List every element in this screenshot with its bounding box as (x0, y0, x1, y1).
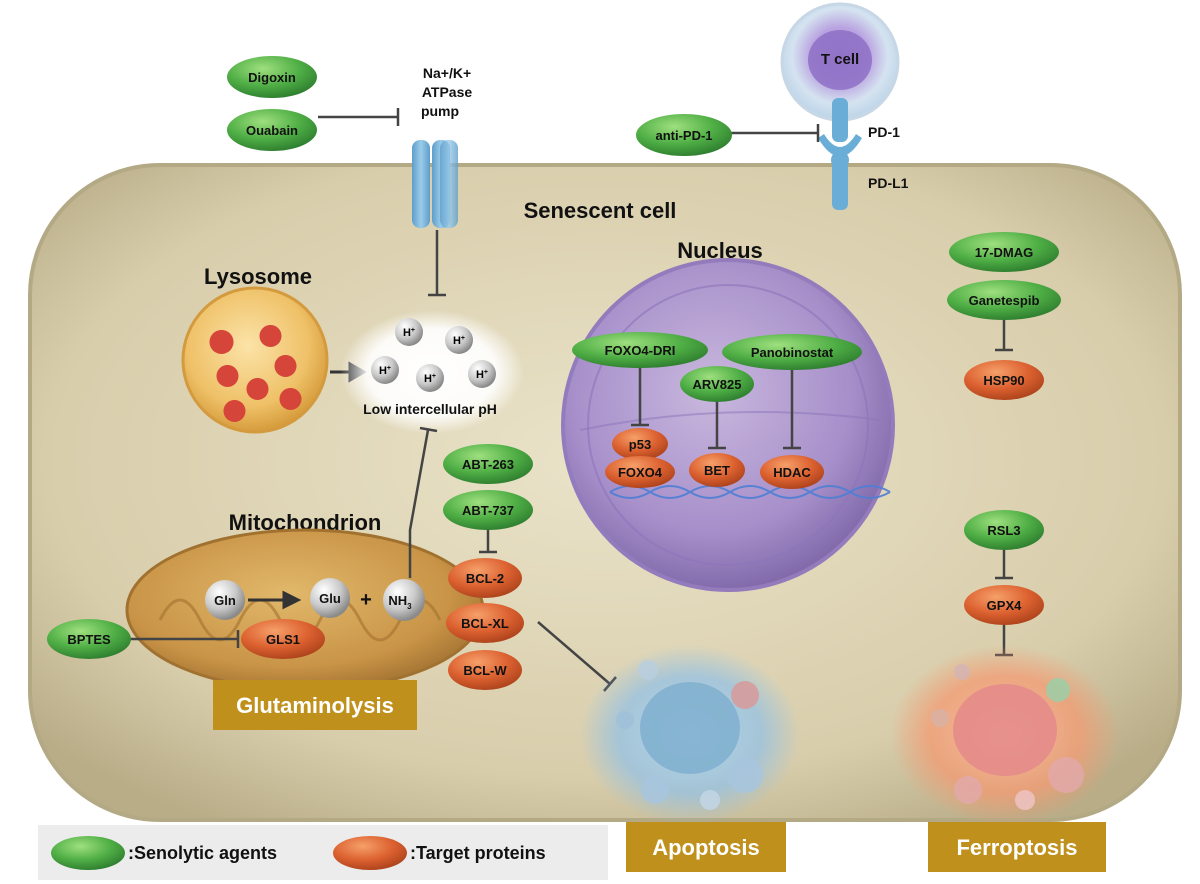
na-k-atpase-pump (412, 140, 458, 228)
svg-text:BCL-W: BCL-W (463, 663, 507, 678)
target-foxo4: FOXO4 (605, 456, 675, 488)
glutaminolysis-label: Glutaminolysis (236, 693, 394, 718)
target-hdac: HDAC (760, 455, 824, 489)
svg-text:BPTES: BPTES (67, 632, 111, 647)
svg-text:Glu: Glu (319, 591, 341, 606)
legend-target-label: :Target proteins (410, 843, 546, 863)
svg-text:H+: H+ (424, 373, 436, 385)
agent-ouabain: Ouabain (227, 109, 317, 151)
svg-text:HDAC: HDAC (773, 465, 811, 480)
agent-arv825: ARV825 (680, 366, 754, 402)
svg-text:Ganetespib: Ganetespib (969, 293, 1040, 308)
svg-text:H+: H+ (476, 369, 488, 381)
svg-text:Gln: Gln (214, 593, 236, 608)
agent-panobinostat: Panobinostat (722, 334, 862, 370)
svg-text:H+: H+ (403, 327, 415, 339)
svg-text:H+: H+ (379, 365, 391, 377)
svg-text:ABT-737: ABT-737 (462, 503, 514, 518)
svg-text:NH3: NH3 (388, 593, 412, 611)
svg-text:BET: BET (704, 463, 730, 478)
lysosome-label: Lysosome (204, 264, 312, 289)
t-cell (780, 2, 900, 122)
target-gpx4: GPX4 (964, 585, 1044, 625)
target-bclw: BCL-W (448, 650, 522, 690)
target-bet: BET (689, 453, 745, 487)
svg-text:Digoxin: Digoxin (248, 70, 296, 85)
pdl1-label: PD-L1 (868, 175, 909, 191)
nh3-node: NH3 (383, 579, 425, 621)
agent-rsl3: RSL3 (964, 510, 1044, 550)
pd1-label: PD-1 (868, 124, 900, 140)
agent-digoxin: Digoxin (227, 56, 317, 98)
svg-text:FOXO4: FOXO4 (618, 465, 663, 480)
gln-node: Gln (205, 580, 245, 620)
legend-panel (38, 825, 608, 880)
glutaminolysis-box (213, 680, 417, 730)
agent-17dmag: 17-DMAG (949, 232, 1059, 272)
agent-foxo4-dri: FOXO4-DRI (572, 332, 708, 368)
svg-text:Ouabain: Ouabain (246, 123, 298, 138)
proton-labels: H+ H+ H+ H+ H+ (379, 327, 488, 385)
pump-label-1: Na+/K+ (423, 65, 471, 81)
agent-ganetespib: Ganetespib (947, 280, 1061, 320)
svg-text:ARV825: ARV825 (693, 377, 742, 392)
mitochondrion (125, 528, 485, 692)
ferroptotic-cell (931, 664, 1084, 810)
svg-text:FOXO4-DRI: FOXO4-DRI (605, 343, 676, 358)
svg-text:GLS1: GLS1 (266, 632, 300, 647)
svg-text:GPX4: GPX4 (987, 598, 1022, 613)
agent-anti-pd1: anti-PD-1 (636, 114, 732, 156)
svg-text:HSP90: HSP90 (983, 373, 1024, 388)
pump-label-2: ATPase (422, 84, 473, 100)
svg-text:17-DMAG: 17-DMAG (975, 245, 1034, 260)
agent-abt737: ABT-737 (443, 490, 533, 530)
svg-text:RSL3: RSL3 (987, 523, 1020, 538)
svg-text:anti-PD-1: anti-PD-1 (655, 128, 712, 143)
legend-orange-icon (333, 836, 407, 870)
apoptosis-box (626, 822, 786, 872)
ferroptosis-box (928, 822, 1106, 872)
pump-to-ph-inhibition (428, 230, 446, 297)
svg-text:BCL-2: BCL-2 (466, 571, 504, 586)
svg-text:H+: H+ (453, 335, 465, 347)
plus-sign: + (360, 589, 372, 611)
nucleus (561, 258, 895, 592)
target-gls1: GLS1 (241, 619, 325, 659)
proton-ions (371, 318, 496, 392)
target-p53: p53 (612, 428, 668, 460)
legend-senolytic-label: :Senolytic agents (128, 843, 277, 863)
svg-text:ABT-263: ABT-263 (462, 457, 514, 472)
svg-text:p53: p53 (629, 437, 651, 452)
legend-green-icon (51, 836, 125, 870)
gln-glu-arrow (248, 590, 302, 610)
apoptotic-cell (616, 660, 763, 810)
glu-node: Glu (310, 578, 350, 618)
svg-text:BCL-XL: BCL-XL (461, 616, 509, 631)
target-bcl2: BCL-2 (448, 558, 522, 598)
apoptosis-label: Apoptosis (652, 835, 760, 860)
inhibition-lines (130, 108, 1013, 692)
ferroptosis-label: Ferroptosis (956, 835, 1077, 860)
nh3-to-ph-inhibition (408, 426, 438, 578)
agent-abt263: ABT-263 (443, 444, 533, 484)
cell-title: Senescent cell (524, 198, 677, 223)
target-hsp90: HSP90 (964, 360, 1044, 400)
lysosome (181, 286, 329, 434)
pd1-pdl1-receptor (818, 98, 862, 210)
svg-text:Panobinostat: Panobinostat (751, 345, 834, 360)
pump-label-3: pump (421, 103, 459, 119)
t-cell-label: T cell (821, 51, 859, 68)
agent-bptes: BPTES (47, 619, 131, 659)
low-ph-label: Low intercellular pH (363, 401, 497, 417)
dna-helix (609, 485, 891, 499)
target-bclxl: BCL-XL (446, 603, 524, 643)
